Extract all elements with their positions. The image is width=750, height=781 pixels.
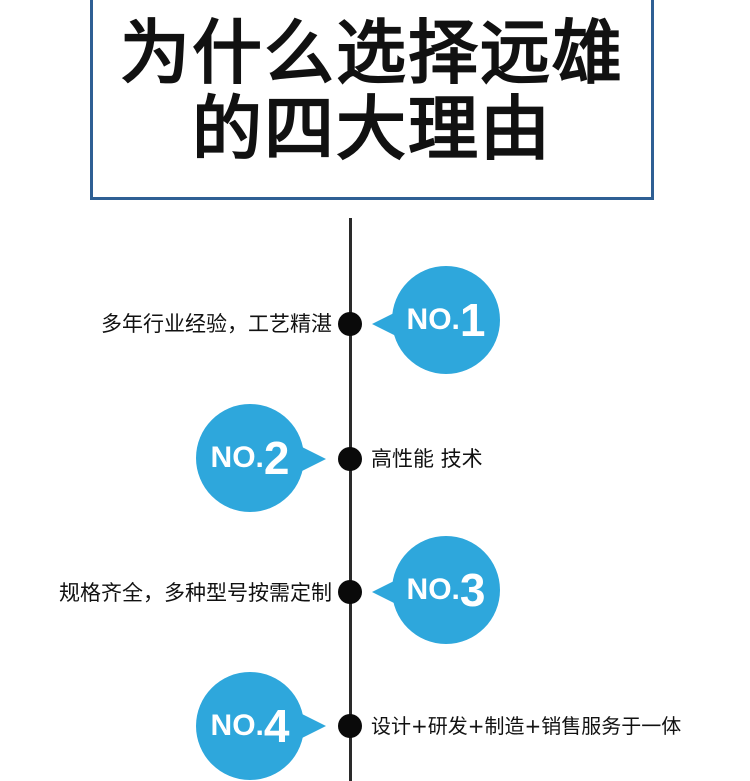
badge-1-number: 1 [459,294,486,346]
badge-2-label: NO.2 [196,404,304,512]
reason-2-text: 高性能 技术 [371,447,483,471]
badge-3-number: 3 [459,564,486,616]
timeline-dot-1 [338,312,362,336]
timeline-dot-2 [338,447,362,471]
reason-1-badge: NO.1 [392,266,500,374]
badge-2-prefix: NO. [210,441,264,474]
timeline-dot-3 [338,580,362,604]
reason-3-badge: NO.3 [392,536,500,644]
badge-4-number: 4 [263,700,290,752]
page-title-line-2: 的四大理由 [192,88,552,170]
reason-2-badge: NO.2 [196,404,304,512]
reason-1-text: 多年行业经验，工艺精湛 [101,312,332,336]
timeline-dot-4 [338,714,362,738]
title-frame: 为什么选择远雄 的四大理由 [90,0,654,200]
reason-4-text: 设计+研发+制造+销售服务于一体 [371,714,682,738]
badge-4-label: NO.4 [196,672,304,780]
badge-1-prefix: NO. [406,303,460,336]
page-title-line-1: 为什么选择远雄 [120,12,624,94]
reason-3-text: 规格齐全，多种型号按需定制 [59,581,332,605]
badge-4-prefix: NO. [210,709,264,742]
reason-4-badge: NO.4 [196,672,304,780]
badge-2-number: 2 [263,432,290,484]
badge-1-label: NO.1 [392,266,500,374]
timeline-line [349,218,352,781]
badge-2-pointer [302,447,326,471]
badge-4-pointer [302,714,326,738]
badge-3-label: NO.3 [392,536,500,644]
badge-3-prefix: NO. [406,573,460,606]
